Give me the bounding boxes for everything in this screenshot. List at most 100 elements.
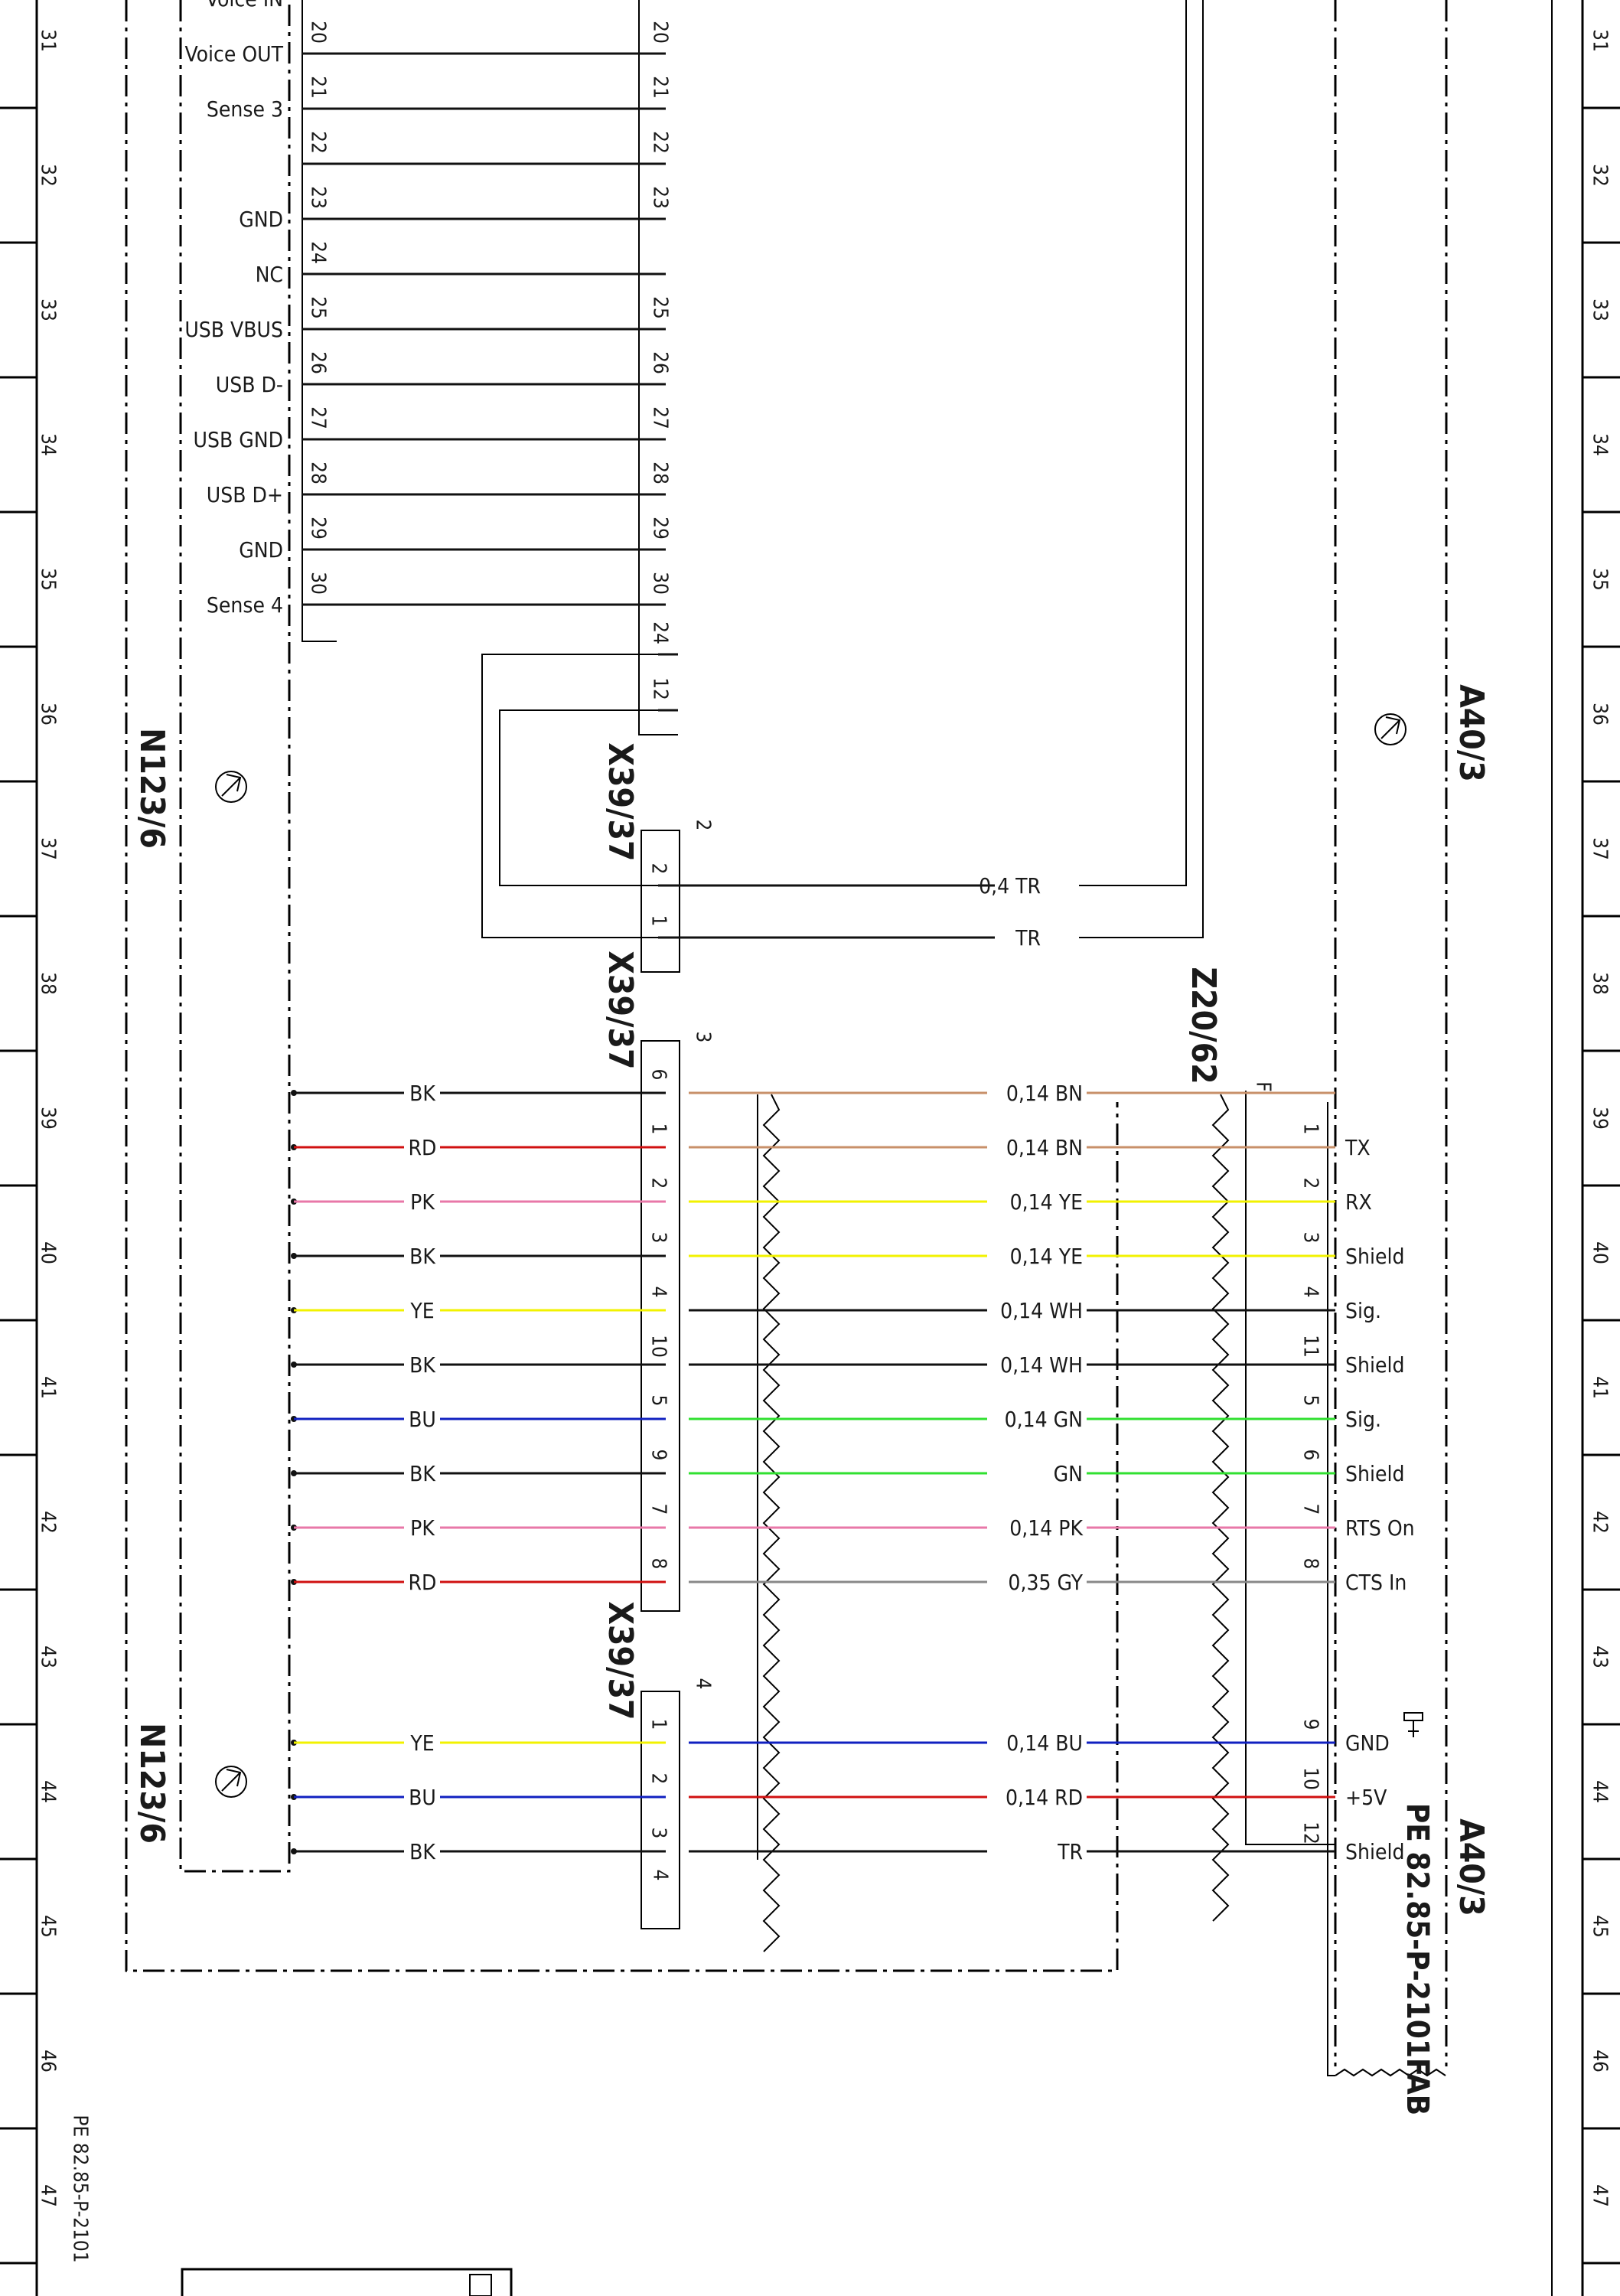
grid-row-label: 42 — [1589, 1511, 1612, 1534]
signal-label: CTS In — [1345, 1570, 1406, 1595]
component-label: A40/3 — [1452, 684, 1491, 782]
wire-spec-label: 0,14 YE — [1010, 1244, 1083, 1269]
signal-label: GND — [1345, 1730, 1390, 1756]
pin-number: 7 — [647, 1504, 670, 1515]
grid-row-label: 46 — [37, 2050, 60, 2073]
grid-row-label: 35 — [37, 568, 60, 591]
pin-number: 12 — [1299, 1821, 1322, 1844]
wire-spec-label: 0,14 WH — [1000, 1298, 1083, 1323]
pin-number: 28 — [649, 461, 672, 484]
grid-row-label: 36 — [37, 703, 60, 726]
grid-row-label: 34 — [37, 433, 60, 456]
pin-number: 6 — [647, 1069, 670, 1081]
grid-row-label: 38 — [37, 972, 60, 995]
wire-color-label: BK — [409, 1081, 436, 1106]
pin-number: 2 — [647, 863, 670, 875]
pin-number: 4 — [649, 1870, 672, 1881]
pin-number: 24 — [307, 241, 330, 264]
wire-spec-label: 0,14 WH — [1000, 1352, 1083, 1378]
signal-label: Shield — [1345, 1352, 1404, 1378]
wire-color-label: BU — [409, 1407, 436, 1432]
grid-row-label: 32 — [1589, 164, 1612, 187]
grid-row-label: 35 — [1589, 568, 1612, 591]
pin-number: 22 — [649, 131, 672, 154]
signal-label: GND — [239, 537, 283, 563]
signal-label: Voice OUT — [185, 41, 284, 67]
pin-number: 3 — [1299, 1232, 1322, 1244]
pin-number: 4 — [647, 1287, 670, 1298]
twin-wire-label: 0,4 TR — [979, 873, 1041, 899]
pin-number: 3 — [647, 1828, 670, 1839]
signal-label: USB D+ — [207, 482, 283, 507]
wire-color-label: YE — [409, 1298, 434, 1323]
pin-number: 7 — [1299, 1504, 1322, 1515]
wire-color-label: BK — [409, 1352, 436, 1378]
pin-number: 5 — [1299, 1395, 1322, 1407]
grid-row-label: 33 — [37, 298, 60, 321]
pin-number: 1 — [647, 1124, 670, 1135]
connector-label: X39/37 — [601, 742, 640, 861]
pin-number: 27 — [649, 406, 672, 429]
grid-row-label: 40 — [37, 1241, 60, 1264]
wire-spec-label: 0,14 RD — [1006, 1785, 1083, 1810]
component-label: N123/6 — [132, 1723, 171, 1844]
pin-number: 20 — [649, 21, 672, 44]
signal-label: NC — [256, 262, 283, 287]
grid-row-label: 44 — [37, 1780, 60, 1803]
pin-number: 29 — [649, 517, 672, 540]
pin-number: 23 — [649, 186, 672, 209]
wire-color-label: BK — [409, 1244, 436, 1269]
grid-row-label: 46 — [1589, 2050, 1612, 2073]
pin-number: 24 — [649, 621, 672, 644]
connector-number: 4 — [692, 1678, 715, 1690]
wire-color-label: BK — [409, 1839, 436, 1864]
grid-row-label: 45 — [1589, 1915, 1612, 1938]
pin-number: 6 — [1299, 1450, 1322, 1461]
grid-row-label: 37 — [37, 837, 60, 860]
wire-color-label: RD — [409, 1135, 437, 1160]
pin-number: 10 — [647, 1335, 670, 1358]
wire-spec-label: GN — [1054, 1461, 1083, 1486]
pin-number: 9 — [647, 1450, 670, 1461]
pin-number: 22 — [307, 131, 330, 154]
grid-row-label: 31 — [37, 29, 60, 52]
grid-row-label: 43 — [37, 1645, 60, 1668]
pin-number: 26 — [307, 351, 330, 374]
grid-row-label: 33 — [1589, 298, 1612, 321]
signal-label: USB D- — [216, 372, 283, 397]
wire-color-label: BK — [409, 1461, 436, 1486]
grid-row-label: 39 — [37, 1107, 60, 1130]
wire-spec-label: TR — [1057, 1839, 1083, 1864]
pin-number: 2 — [1299, 1178, 1322, 1189]
grid-row-label: 36 — [1589, 703, 1612, 726]
pin-number: 20 — [307, 21, 330, 44]
grid-row-label: 32 — [37, 164, 60, 187]
pin-number: 3 — [647, 1232, 670, 1244]
grid-row-label: 37 — [1589, 837, 1612, 860]
signal-label: Sig. — [1345, 1407, 1381, 1432]
signal-label: USB VBUS — [184, 317, 283, 342]
wire-spec-label: 0,14 GN — [1005, 1407, 1083, 1432]
signal-label: +5V — [1345, 1785, 1387, 1810]
component-label: A40/3 — [1452, 1818, 1491, 1916]
pin-number: 2 — [647, 1178, 670, 1189]
pin-number: 5 — [647, 1395, 670, 1407]
wire-color-label: BU — [409, 1785, 436, 1810]
signal-label: Sense 3 — [207, 96, 283, 122]
component-label: N123/6 — [132, 728, 171, 849]
wire-color-label: YE — [409, 1730, 434, 1756]
connector-number: 3 — [692, 1032, 715, 1043]
pin-number: 30 — [649, 572, 672, 595]
pin-number: 26 — [649, 351, 672, 374]
pin-number: 4 — [1299, 1287, 1322, 1298]
wire-spec-label: 0,14 BN — [1006, 1081, 1083, 1106]
ground-symbol-icon — [215, 713, 1406, 1798]
pin-number: 10 — [1299, 1767, 1322, 1790]
wire-color-label: RD — [409, 1570, 437, 1595]
pin-number: 11 — [1299, 1335, 1322, 1358]
connector-label: X39/37 — [601, 951, 640, 1069]
pointing-hand-icon — [1403, 1712, 1423, 1737]
grid-row-label: 41 — [37, 1376, 60, 1399]
pin-number: 12 — [649, 677, 672, 700]
